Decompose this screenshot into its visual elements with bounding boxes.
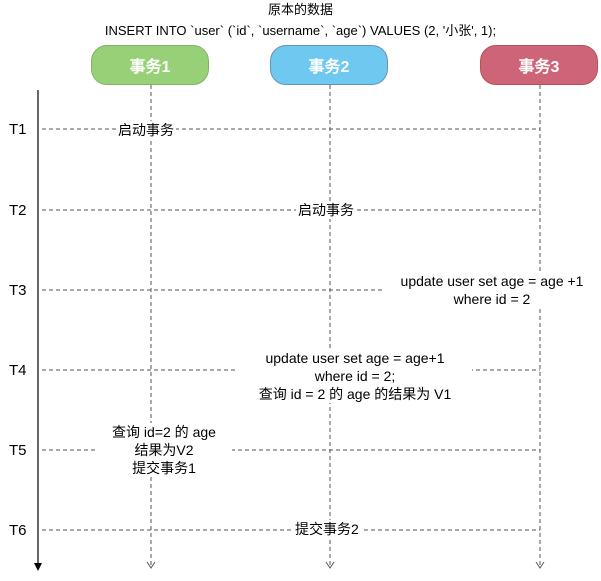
event-t3-line2: where id = 2 — [453, 291, 531, 307]
event-t2-text: 启动事务 — [298, 202, 354, 218]
event-t2-tx2-start: 启动事务 — [296, 201, 356, 219]
lifeline-tx1-arrowhead — [146, 561, 156, 569]
event-t6-tx2-commit: 提交事务2 — [293, 520, 361, 538]
event-t4-line3: 查询 id = 2 的 age 的结果为 V1 — [258, 386, 452, 402]
event-t4-line1: update user set age = age+1 — [265, 350, 445, 366]
transaction-2-box: 事务2 — [270, 45, 388, 85]
header-sql: INSERT INTO `user` (`id`, `username`, `a… — [104, 23, 497, 38]
time-label-t6: T6 — [9, 522, 27, 539]
time-label-t4: T4 — [9, 362, 27, 379]
event-t1-tx1-start: 启动事务 — [116, 121, 176, 139]
time-label-t5: T5 — [9, 442, 27, 459]
header-title: 原本的数据 — [267, 2, 333, 17]
event-t3-tx3-update: update user set age = age +1 where id = … — [385, 272, 599, 308]
event-t3-line1: update user set age = age +1 — [400, 273, 584, 289]
lifeline-tx3-arrowhead — [535, 561, 545, 569]
transaction-3-box: 事务3 — [480, 45, 598, 85]
event-t5-line2: 结果为V2 — [134, 442, 194, 458]
time-axis-arrowhead — [34, 563, 42, 571]
lifeline-tx2-arrowhead — [325, 561, 335, 569]
event-t4-tx2-update-query: update user set age = age+1 where id = 2… — [238, 349, 472, 403]
event-t1-text: 启动事务 — [118, 122, 174, 138]
event-t6-text: 提交事务2 — [295, 521, 359, 537]
event-t5-line1: 查询 id=2 的 age — [112, 424, 216, 440]
time-label-t3: T3 — [9, 282, 27, 299]
event-t4-line2: where id = 2; — [314, 368, 396, 384]
event-t5-tx1-query-commit: 查询 id=2 的 age 结果为V2 提交事务1 — [96, 423, 232, 477]
time-label-t1: T1 — [9, 121, 27, 138]
event-t5-line3: 提交事务1 — [132, 460, 196, 476]
time-label-t2: T2 — [9, 202, 27, 219]
transaction-1-box: 事务1 — [91, 45, 209, 85]
